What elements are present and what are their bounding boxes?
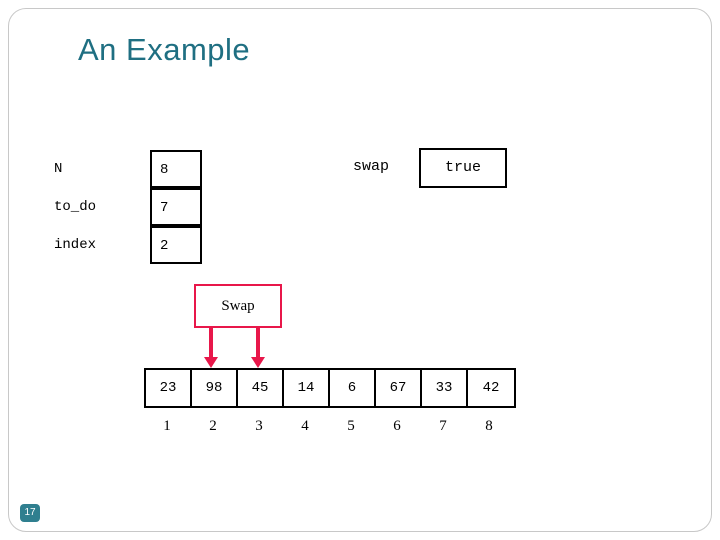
variable-label-index: index [54,237,97,253]
array-cell: 45 [238,370,284,406]
slide-border [8,8,712,532]
array-row: 23 98 45 14 6 67 33 42 [144,368,516,408]
array-index: 5 [347,418,355,434]
array-cell: 67 [376,370,422,406]
array-index-row: 1 2 3 4 5 6 7 8 [144,418,512,435]
array-cell: 14 [284,370,330,406]
array-cell: 33 [422,370,468,406]
page-number: 17 [20,504,40,522]
arrow-to-cell-1-icon [204,328,218,368]
page-title: An Example [78,32,251,67]
array-index: 6 [393,418,401,434]
array-index: 4 [301,418,309,434]
array-index: 1 [163,418,171,434]
variable-value-index: 2 [150,226,202,264]
array-cell: 42 [482,380,500,396]
array-index: 2 [209,418,217,434]
variable-label-n: N [54,161,63,177]
array-index: 3 [255,418,263,434]
swap-callout: Swap [194,284,282,328]
variable-value-to-do: 7 [150,188,202,226]
swap-value: true [419,148,507,188]
array-cell: 6 [330,370,376,406]
variable-label-to-do: to_do [54,199,97,215]
variable-value-n: 8 [150,150,202,188]
arrow-to-cell-2-icon [251,328,265,368]
array-index: 8 [485,418,493,434]
array-index: 7 [439,418,447,434]
array-cell: 98 [192,370,238,406]
array-cell: 23 [146,370,192,406]
swap-label: swap [353,158,390,175]
